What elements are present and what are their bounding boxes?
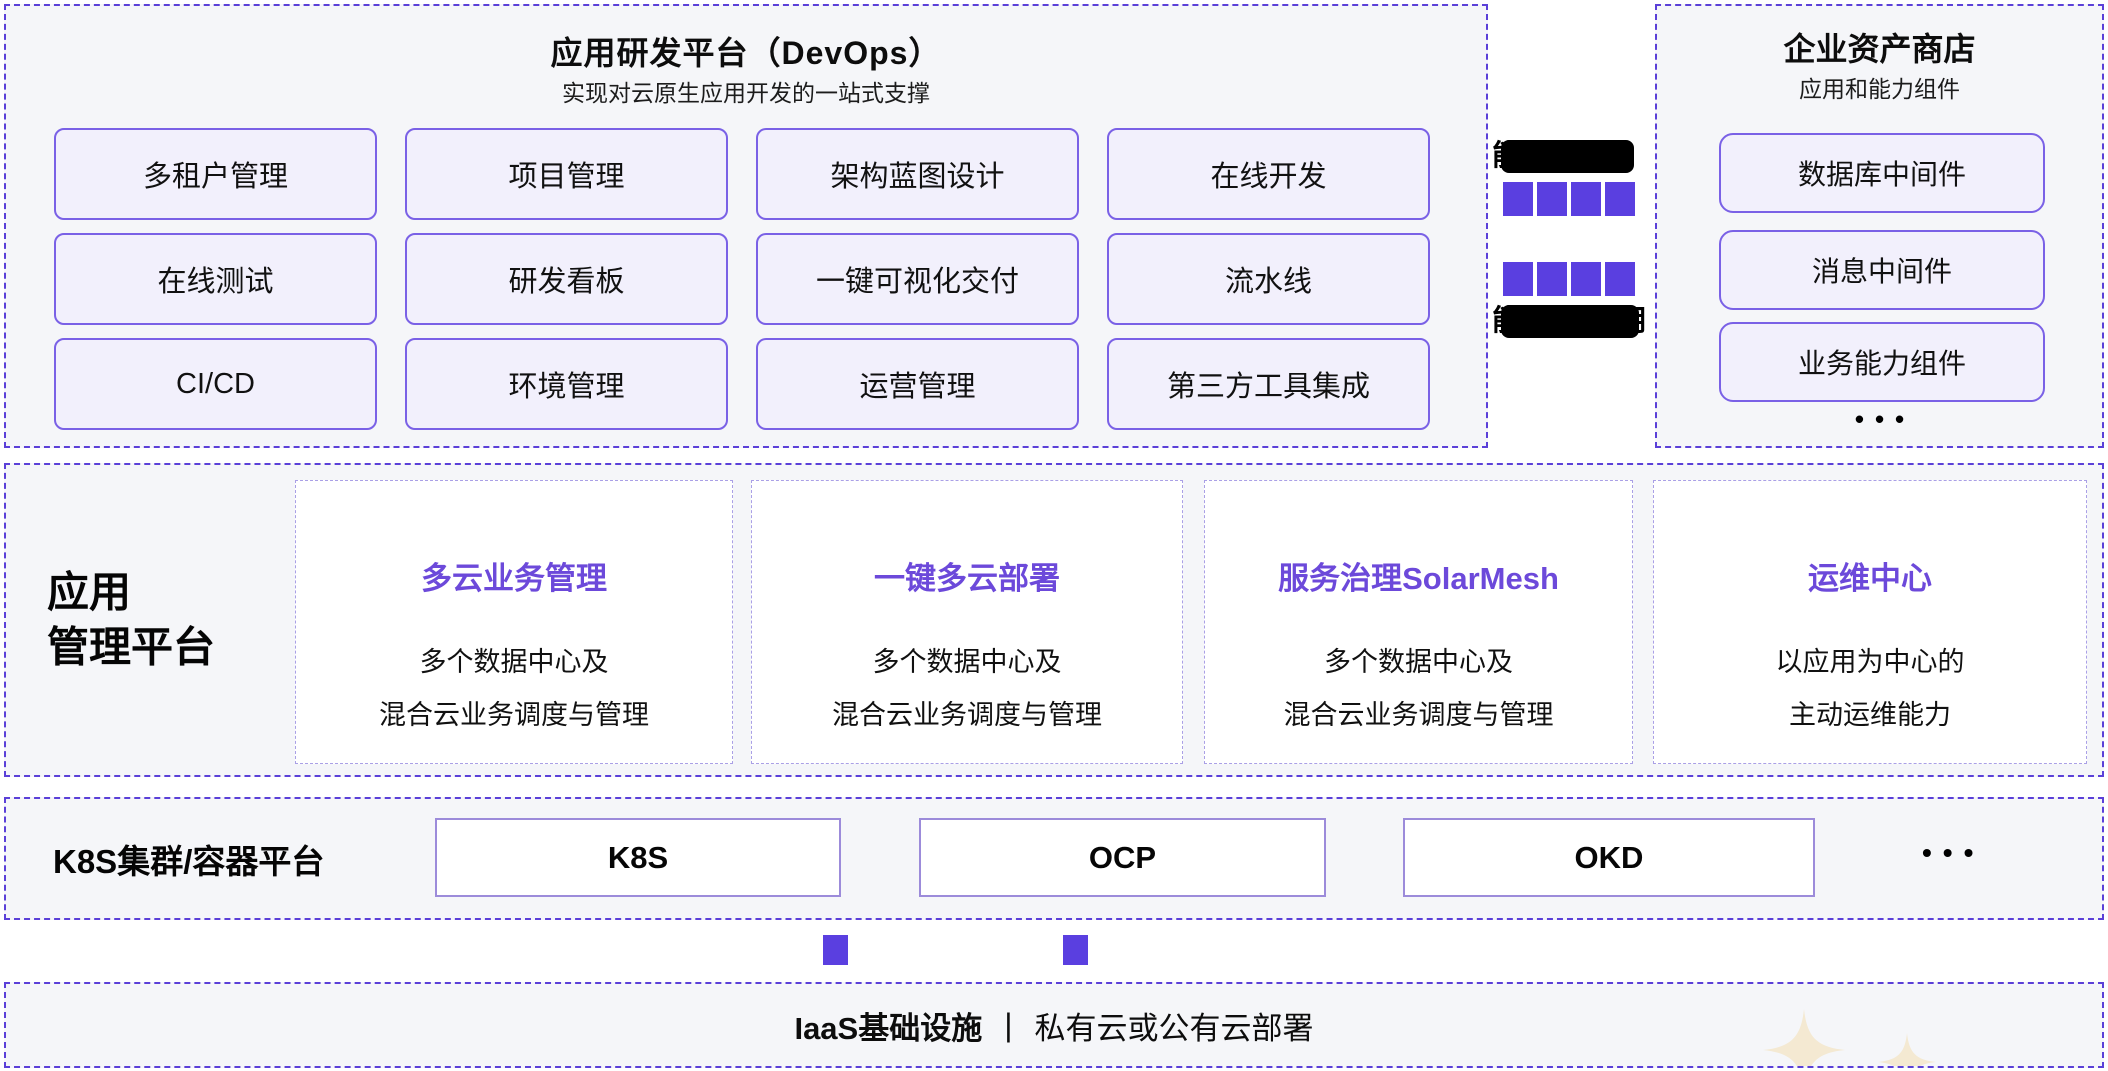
flow-square: [1605, 262, 1635, 296]
app-card-ops-center: 运维中心 以应用为中心的 主动运维能力: [1653, 480, 2087, 764]
asset-store-panel: 企业资产商店 应用和能力组件 数据库中间件 消息中间件 业务能力组件 •••: [1655, 4, 2104, 448]
card-title: 服务治理SolarMesh: [1278, 561, 1559, 596]
app-card-service-governance: 服务治理SolarMesh 多个数据中心及 混合云业务调度与管理: [1204, 480, 1633, 764]
card-description: 多个数据中心及 混合云业务调度与管理: [379, 636, 649, 741]
asset-item: 消息中间件: [1719, 230, 2045, 310]
capability-cell: 在线测试: [54, 233, 377, 325]
capability-cell: 多租户管理: [54, 128, 377, 220]
connector-square: [1063, 935, 1088, 965]
capability-cell: 架构蓝图设计: [756, 128, 1079, 220]
platform-box-ocp: OCP: [919, 818, 1326, 897]
iaas-label-group: IaaS基础设施 | 私有云或公有云部署: [6, 984, 2102, 1066]
flow-square: [1571, 182, 1601, 216]
asset-item: 数据库中间件: [1719, 133, 2045, 213]
flow-square: [1537, 182, 1567, 216]
flow-square: [1503, 262, 1533, 296]
flow-square: [1537, 262, 1567, 296]
sparkle-decoration: [1763, 1009, 1845, 1066]
card-desc-line: 混合云业务调度与管理: [379, 699, 649, 730]
card-title: 运维中心: [1808, 561, 1932, 596]
capability-cell: 一键可视化交付: [756, 233, 1079, 325]
redaction-bar: [1501, 305, 1639, 338]
flow-squares-row-down: [1503, 182, 1635, 216]
capability-cell: 运营管理: [756, 338, 1079, 430]
capability-cell: 流水线: [1107, 233, 1430, 325]
iaas-separator: |: [1004, 1006, 1013, 1043]
flow-square: [1605, 182, 1635, 216]
card-desc-line: 多个数据中心及: [419, 647, 609, 677]
card-description: 以应用为中心的 主动运维能力: [1776, 636, 1965, 741]
redacted-flow-label-top: 能: [1492, 140, 1634, 173]
flow-square: [1571, 262, 1601, 296]
iaas-label-bold: IaaS基础设施: [794, 1010, 983, 1046]
card-desc-line: 多个数据中心及: [872, 647, 1062, 677]
devops-platform-panel: 应用研发平台（DevOps） 实现对云原生应用开发的一站式支撑 多租户管理 项目…: [4, 4, 1488, 448]
card-title: 一键多云部署: [874, 561, 1060, 596]
devops-panel-title: 应用研发平台（DevOps）: [550, 35, 942, 71]
card-desc-line: 以应用为中心的: [1775, 647, 1965, 677]
asset-item: 业务能力组件: [1719, 322, 2045, 402]
card-desc-line: 混合云业务调度与管理: [832, 699, 1102, 730]
asset-store-subtitle: 应用和能力组件: [1799, 76, 1960, 102]
platform-box-okd: OKD: [1403, 818, 1815, 897]
capability-cell: 项目管理: [405, 128, 728, 220]
redaction-bar: [1501, 140, 1634, 173]
sparkle-decoration: [1878, 1033, 1936, 1066]
asset-store-title: 企业资产商店: [1783, 31, 1976, 67]
card-title: 多云业务管理: [421, 561, 607, 596]
redacted-flow-label-bottom: 能 用: [1492, 305, 1647, 338]
app-management-band: 应用 管理平台 多云业务管理 多个数据中心及 混合云业务调度与管理 一键多云部署…: [4, 463, 2104, 777]
app-card-one-click-deploy: 一键多云部署 多个数据中心及 混合云业务调度与管理: [751, 480, 1183, 764]
devops-capability-grid: 多租户管理 项目管理 架构蓝图设计 在线开发 在线测试 研发看板 一键可视化交付…: [54, 128, 1430, 430]
app-card-multicloud-business: 多云业务管理 多个数据中心及 混合云业务调度与管理: [295, 480, 733, 764]
card-description: 多个数据中心及 混合云业务调度与管理: [1284, 636, 1554, 741]
app-management-label: 应用 管理平台: [47, 565, 215, 674]
k8s-band-label: K8S集群/容器平台: [53, 842, 325, 880]
card-desc-line: 主动运维能力: [1789, 699, 1951, 730]
capability-cell: 研发看板: [405, 233, 728, 325]
flow-squares-row-up: [1503, 262, 1635, 296]
more-platforms-ellipsis: •••: [1922, 837, 1985, 868]
capability-cell: 第三方工具集成: [1107, 338, 1430, 430]
devops-panel-subtitle: 实现对云原生应用开发的一站式支撑: [562, 80, 930, 106]
capability-cell: 在线开发: [1107, 128, 1430, 220]
iaas-label-regular: 私有云或公有云部署: [1034, 1010, 1314, 1046]
card-desc-line: 多个数据中心及: [1324, 647, 1513, 677]
iaas-band: IaaS基础设施 | 私有云或公有云部署: [4, 982, 2104, 1068]
flow-square: [1503, 182, 1533, 216]
k8s-container-band: K8S集群/容器平台 K8S OCP OKD •••: [4, 797, 2104, 920]
app-label-line1: 应用: [47, 568, 132, 616]
more-items-ellipsis: •••: [1854, 404, 1916, 434]
app-label-line2: 管理平台: [47, 623, 216, 670]
capability-cell: CI/CD: [54, 338, 377, 430]
card-description: 多个数据中心及 混合云业务调度与管理: [832, 636, 1102, 741]
connector-square: [823, 935, 848, 965]
platform-box-k8s: K8S: [435, 818, 841, 897]
capability-cell: 环境管理: [405, 338, 728, 430]
card-desc-line: 混合云业务调度与管理: [1283, 699, 1554, 730]
